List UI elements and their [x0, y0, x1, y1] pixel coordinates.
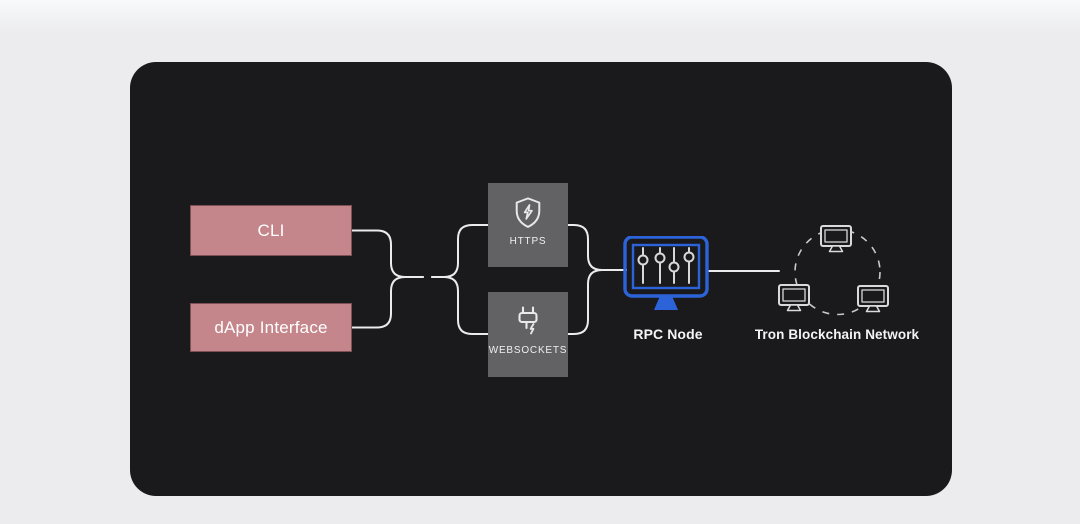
network-monitor-icon [778, 284, 810, 312]
cli-node: CLI [190, 205, 352, 256]
https-node-label: HTTPS [509, 236, 547, 247]
connector-dapp-to-merge [351, 276, 424, 329]
cli-node-label: CLI [257, 220, 285, 240]
dapp-interface-node: dApp Interface [190, 303, 352, 352]
https-node: HTTPS [488, 183, 568, 267]
connector-https-to-rpc [567, 224, 627, 271]
network-monitor-icon [820, 225, 852, 253]
network-label: Tron Blockchain Network [754, 327, 920, 342]
rpc-node-label: RPC Node [633, 326, 703, 342]
monitors-ring-icon [778, 225, 889, 316]
dapp-interface-node-label: dApp Interface [214, 317, 328, 337]
diagram-panel: CLI dApp Interface HTTPS WEBSOCKETS [130, 62, 952, 496]
websockets-node: WEBSOCKETS [488, 292, 568, 377]
connector-split-to-websockets [431, 276, 489, 335]
connector-lines [351, 224, 780, 335]
monitor-sliders-icon [623, 236, 709, 310]
shield-bolt-icon [512, 194, 544, 230]
network-monitor-icon [857, 285, 889, 313]
websockets-node-label: WEBSOCKETS [488, 345, 568, 356]
connector-cli-to-merge [351, 229, 424, 278]
connector-split-to-https [431, 224, 489, 278]
plug-bolt-icon [512, 303, 544, 339]
connector-websockets-to-rpc [567, 269, 627, 335]
